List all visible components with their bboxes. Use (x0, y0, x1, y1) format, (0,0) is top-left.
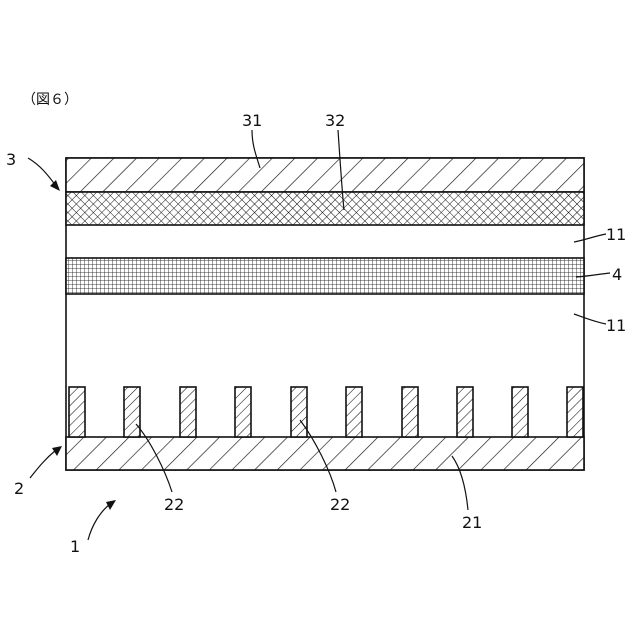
top-plate (66, 158, 584, 192)
figure-caption: （図６） (22, 92, 78, 108)
post (567, 387, 583, 437)
leader-device (88, 504, 110, 540)
label-top-plate: 31 (242, 111, 262, 130)
leader-top-member (28, 158, 56, 186)
label-top-member: 3 (6, 150, 16, 169)
label-post-left: 22 (164, 495, 184, 514)
label-device: 1 (70, 537, 80, 556)
post (235, 387, 251, 437)
arrowhead-top-member (50, 180, 60, 191)
label-gap-lower: 11 (606, 316, 626, 335)
post (124, 387, 140, 437)
post (402, 387, 418, 437)
arrowhead-device (106, 500, 116, 510)
label-bottom-plate: 21 (462, 513, 482, 532)
leader-bottom-member (30, 450, 56, 478)
label-top-mesh: 32 (325, 111, 345, 130)
post (291, 387, 307, 437)
post (457, 387, 473, 437)
label-bottom-member: 2 (14, 479, 24, 498)
label-post-center: 22 (330, 495, 350, 514)
bottom-plate (66, 437, 584, 470)
post (69, 387, 85, 437)
arrowhead-bottom-member (52, 446, 62, 456)
label-mesh-layer: 4 (612, 265, 622, 284)
grid-mesh-layer (66, 258, 584, 294)
label-gap-upper: 11 (606, 225, 626, 244)
post (512, 387, 528, 437)
top-mesh-layer (66, 192, 584, 225)
post (180, 387, 196, 437)
post (346, 387, 362, 437)
